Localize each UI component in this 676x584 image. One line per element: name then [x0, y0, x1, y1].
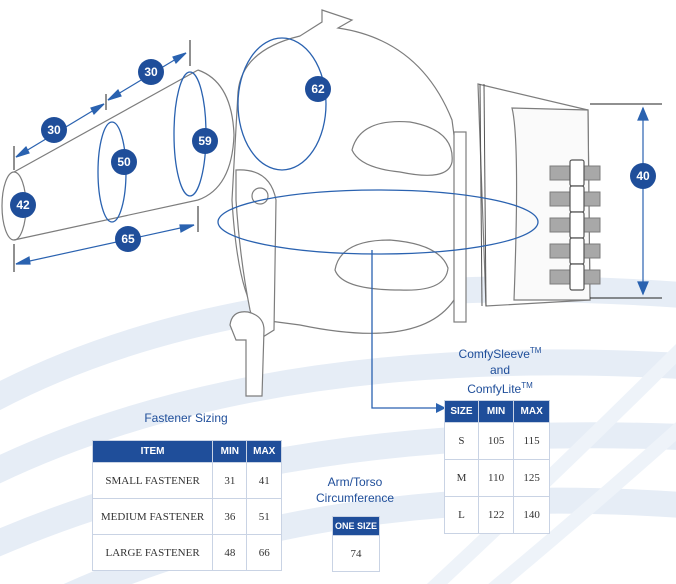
svg-text:40: 40 [636, 169, 650, 183]
badge-50: 50 [111, 149, 137, 175]
svg-text:30: 30 [47, 123, 61, 137]
badge-30-lower: 30 [41, 117, 67, 143]
comfy-title-line1: ComfySleeve [458, 347, 530, 361]
comfy-header-min: MIN [477, 400, 515, 423]
badge-59: 59 [192, 128, 218, 154]
fastener-header-item: ITEM [91, 440, 214, 463]
svg-text:42: 42 [16, 198, 30, 212]
circumference-title-line1: Arm/Torso [327, 475, 383, 489]
table-row: LARGE FASTENER 48 66 [91, 534, 282, 571]
fastener-title: Fastener Sizing [144, 411, 228, 425]
svg-text:59: 59 [198, 134, 212, 148]
svg-text:62: 62 [311, 82, 325, 96]
comfy-header-max: MAX [513, 400, 550, 423]
badge-30-upper: 30 [138, 59, 164, 85]
svg-text:30: 30 [144, 65, 158, 79]
table-row: SMALL FASTENER 31 41 [91, 462, 282, 499]
fastener-size-table: ITEM MIN MAX SMALL FASTENER 31 41 MEDIUM… [91, 440, 282, 571]
circumference-caption: Arm/Torso Circumference [300, 474, 410, 506]
comfy-header-size: SIZE [444, 400, 479, 423]
svg-text:65: 65 [121, 232, 135, 246]
torso-ring [217, 189, 539, 255]
leader-line [371, 250, 438, 409]
one-size-header: ONE SIZE [332, 516, 380, 536]
circumference-title-line2: Circumference [315, 491, 395, 505]
fastener-header-min: MIN [212, 440, 248, 463]
table-row: L 122 140 [444, 496, 550, 534]
strap-buckles [569, 159, 585, 291]
svg-text:50: 50 [117, 155, 131, 169]
table-row: M 110 125 [444, 459, 550, 497]
shoulder-ring [237, 37, 327, 171]
brace-illustration [229, 9, 591, 397]
comfy-size-table: SIZE MIN MAX S 105 115 M 110 125 L 122 1… [444, 400, 550, 534]
one-size-value: 74 [332, 535, 380, 572]
sleeve-dimension-lines [15, 52, 195, 265]
comfy-caption: ComfySleeveTM and ComfyLiteTM [436, 343, 564, 397]
comfy-title-line3: ComfyLite [467, 382, 522, 396]
circumference-table: ONE SIZE 74 [332, 516, 380, 572]
table-row: 74 [332, 535, 380, 572]
fastener-header-max: MAX [246, 440, 282, 463]
comfy-title-line2: and [489, 363, 511, 377]
badge-40: 40 [630, 163, 656, 189]
badge-62: 62 [305, 76, 331, 102]
badge-42: 42 [10, 192, 36, 218]
table-row: MEDIUM FASTENER 36 51 [91, 498, 282, 535]
table-row: S 105 115 [444, 422, 550, 460]
brace-serrated-edge [479, 83, 487, 307]
badge-65: 65 [115, 226, 141, 252]
